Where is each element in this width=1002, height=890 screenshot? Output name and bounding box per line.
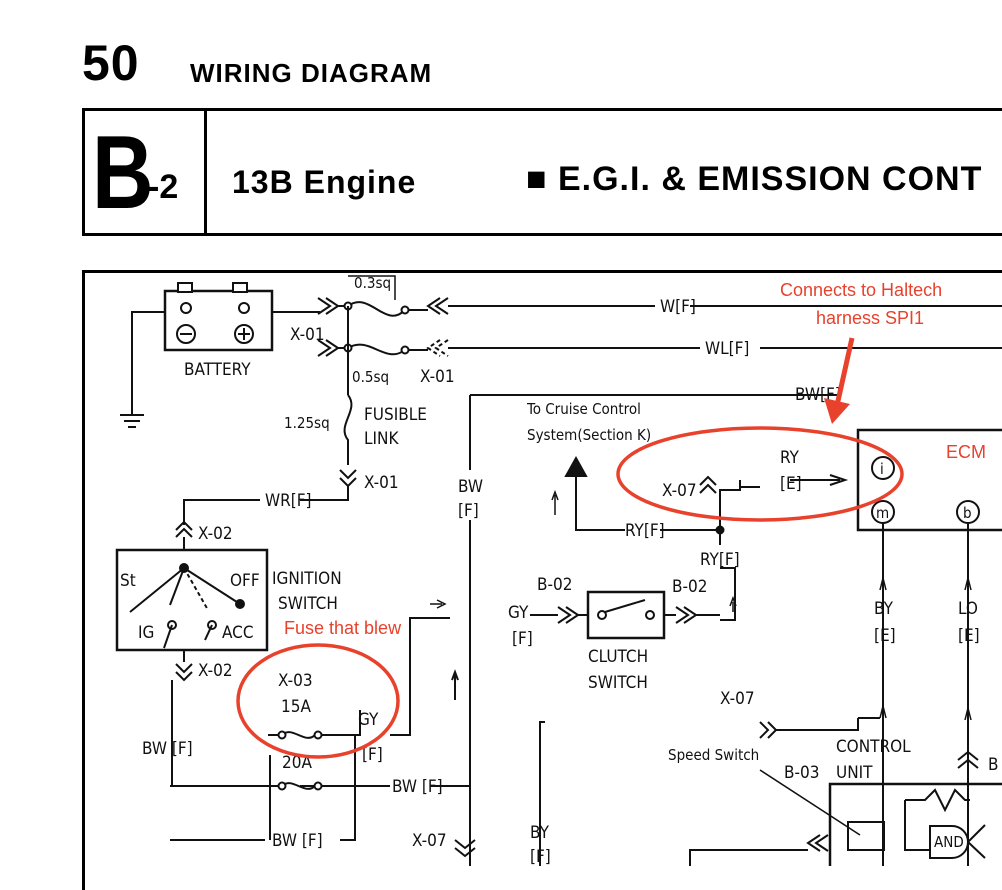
label-x02-a: X-02 xyxy=(198,524,233,544)
fusible-link-1-25sq xyxy=(343,394,353,465)
label-control-1: CONTROL xyxy=(836,737,911,757)
label-bw-f-bot: BW [F] xyxy=(272,831,323,851)
battery xyxy=(163,282,274,352)
annotation-circle-ecm xyxy=(616,426,904,522)
label-ry-f-b: RY[F] xyxy=(700,550,740,570)
section-header-divider xyxy=(204,108,207,236)
ignition-switch xyxy=(115,548,269,652)
connector-x07-bottom xyxy=(454,839,476,858)
label-x07-c: X-07 xyxy=(412,831,447,851)
label-fusible: FUSIBLE xyxy=(364,405,427,425)
annotation-fuse-blew: Fuse that blew xyxy=(284,618,402,638)
annotation-arrow xyxy=(833,337,855,411)
pin-m: m xyxy=(876,504,889,522)
engine-title: 13B Engine xyxy=(232,164,417,200)
label-control-2: UNIT xyxy=(836,763,873,783)
diagram-frame xyxy=(82,270,1002,890)
wiring-diagram: 0.3sq W[F] WL[F] BW [F] X-01 0.5sq X-01 B… xyxy=(115,274,1002,866)
annotation-haltech-2: harness SPI1 xyxy=(816,308,924,328)
label-b02-b: B-02 xyxy=(672,577,707,597)
section-header-box xyxy=(82,108,1002,236)
label-sw-off: OFF xyxy=(230,571,260,591)
label-x01-a: X-01 xyxy=(290,325,325,345)
annotation-ecm: ECM xyxy=(946,442,986,462)
label-gy: GY xyxy=(508,603,529,623)
connector-x02-upper xyxy=(175,520,193,538)
connector-x02-lower xyxy=(175,663,193,682)
label-bw-vert-f: [F] xyxy=(458,501,479,521)
label-x07-a: X-07 xyxy=(662,481,697,501)
label-b02-a: B-02 xyxy=(537,575,572,595)
label-sw-acc: ACC xyxy=(222,623,254,643)
label-lo-e: [E] xyxy=(958,626,980,646)
label-ignition-2: SWITCH xyxy=(278,594,338,614)
label-b-right: B xyxy=(988,755,999,775)
clutch-switch xyxy=(530,590,720,640)
section-number: 50 xyxy=(82,35,140,91)
connector-x01-lower xyxy=(339,469,357,488)
label-x03: X-03 xyxy=(278,671,313,691)
label-by-a-e: [E] xyxy=(874,626,896,646)
label-1-25sq: 1.25sq xyxy=(284,414,330,432)
label-sw-st: St xyxy=(120,571,136,591)
label-0-5sq: 0.5sq xyxy=(352,368,389,386)
label-battery: BATTERY xyxy=(184,360,251,380)
label-sw-ig: IG xyxy=(138,623,154,643)
label-bw-vert: BW xyxy=(458,477,483,497)
label-x01-b: X-01 xyxy=(420,367,455,387)
label-by-b-f: [F] xyxy=(530,847,551,866)
label-x02-b: X-02 xyxy=(198,661,233,681)
label-x01-c: X-01 xyxy=(364,473,399,493)
wire-bw-f-bottom xyxy=(170,786,356,841)
label-gy-f: [F] xyxy=(512,629,533,649)
control-unit xyxy=(806,782,1002,866)
connector-x07-mid xyxy=(759,721,778,739)
label-ignition-1: IGNITION xyxy=(272,569,342,589)
ecm-box xyxy=(856,428,1002,532)
fuse-20a xyxy=(269,755,323,840)
ground-icon xyxy=(120,410,144,428)
label-w-f: W[F] xyxy=(660,297,696,317)
label-by-a: BY xyxy=(874,599,894,619)
label-ry: RY xyxy=(780,448,800,468)
label-0-3sq: 0.3sq xyxy=(354,274,391,292)
label-ry-e: [E] xyxy=(780,474,802,494)
label-cruise-2: System(Section K) xyxy=(527,426,651,444)
ground-wire xyxy=(131,311,165,410)
connector-x07-upper xyxy=(699,475,717,494)
annotation-layer: Connects to Haltech harness SPI1 ECM Fus… xyxy=(236,280,986,759)
fuse-15a xyxy=(268,617,450,740)
page-title: WIRING DIAGRAM xyxy=(190,58,433,88)
label-bw-f-left: BW [F] xyxy=(142,739,193,759)
label-lo: LO xyxy=(958,599,978,619)
label-gy2-f: [F] xyxy=(362,745,383,765)
system-title: ■ E.G.I. & EMISSION CONT xyxy=(526,160,983,198)
label-clutch-2: SWITCH xyxy=(588,673,648,693)
label-wl-f: WL[F] xyxy=(705,339,749,359)
annotation-haltech-1: Connects to Haltech xyxy=(780,280,942,300)
label-clutch-1: CLUTCH xyxy=(588,647,648,667)
label-gy2: GY xyxy=(358,710,379,730)
label-b03: B-03 xyxy=(784,763,819,783)
label-by-b: BY xyxy=(530,823,550,843)
label-bw-f-mid: BW [F] xyxy=(392,777,443,797)
connector-x01 xyxy=(317,297,449,357)
annotation-circle-fuse xyxy=(236,643,400,759)
label-cruise-1: To Cruise Control xyxy=(526,400,641,418)
label-x07-b: X-07 xyxy=(720,689,755,709)
label-speed-switch: Speed Switch xyxy=(668,746,759,764)
label-and-gate: AND xyxy=(934,833,964,851)
label-ry-f-a: RY[F] xyxy=(625,521,665,541)
pin-i: i xyxy=(880,460,884,478)
pin-b: b xyxy=(963,504,972,522)
section-suffix: -2 xyxy=(148,168,179,206)
label-wr-f: WR[F] xyxy=(265,491,311,511)
label-link: LINK xyxy=(364,429,399,449)
label-fuse-15a: 15A xyxy=(281,697,311,717)
section-letter: B xyxy=(92,115,154,231)
